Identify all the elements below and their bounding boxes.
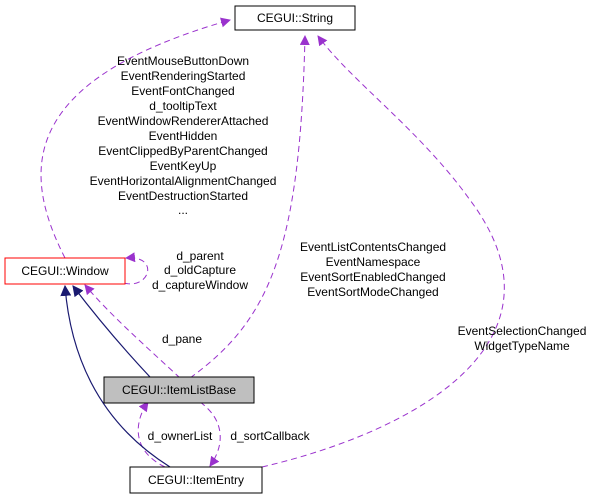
- labels-window-to-string: EventMouseButtonDown EventRenderingStart…: [90, 54, 277, 217]
- edge-label: EventDestructionStarted: [118, 189, 248, 203]
- edge-itemlistbase-to-string: [189, 35, 310, 379]
- node-itemlistbase[interactable]: CEGUI::ItemListBase: [103, 376, 255, 404]
- edge-label: EventRenderingStarted: [121, 69, 246, 83]
- edge-itemlistbase-inherits-window: [72, 285, 151, 378]
- labels-window-self: d_parent d_oldCapture d_captureWindow: [152, 249, 248, 292]
- edge-itemlistbase-to-itementry: [199, 401, 221, 467]
- node-itementry-label: CEGUI::ItemEntry: [148, 473, 244, 487]
- edge-window-to-string: [40, 17, 231, 259]
- labels-itementry-to-string: EventSelectionChanged WidgetTypeName: [458, 324, 587, 353]
- node-itementry[interactable]: CEGUI::ItemEntry: [129, 466, 263, 494]
- node-string-label: CEGUI::String: [257, 11, 333, 25]
- edge-label: EventMouseButtonDown: [117, 54, 249, 68]
- edge-label: EventHorizontalAlignmentChanged: [90, 174, 277, 188]
- labels-itementry-to-itemlistbase: d_ownerList: [148, 429, 213, 443]
- node-window-label: CEGUI::Window: [21, 264, 109, 278]
- node-itemlistbase-label: CEGUI::ItemListBase: [122, 383, 236, 397]
- edge-label: d_oldCapture: [164, 263, 236, 277]
- edge-label: EventFontChanged: [131, 84, 234, 98]
- edge-label: EventNamespace: [326, 255, 421, 269]
- node-window-box: [4, 257, 126, 285]
- edge-label: EventSortEnabledChanged: [300, 270, 445, 284]
- edge-label: ...: [178, 203, 188, 217]
- node-window[interactable]: CEGUI::Window: [4, 257, 126, 285]
- edge-itementry-to-itemlistbase: [137, 401, 166, 468]
- node-string-box: [234, 5, 356, 31]
- edge-label: EventClippedByParentChanged: [98, 144, 267, 158]
- edge-label: EventHidden: [149, 129, 218, 143]
- node-itemlistbase-box: [103, 376, 255, 404]
- edge-label: EventListContentsChanged: [300, 240, 446, 254]
- edge-label: EventKeyUp: [150, 159, 217, 173]
- edge-label: d_captureWindow: [152, 278, 248, 292]
- labels-itemlistbase-to-itementry: d_sortCallback: [230, 429, 310, 443]
- labels-itemlistbase-to-window: d_pane: [162, 332, 202, 346]
- labels-itemlistbase-to-string: EventListContentsChanged EventNamespace …: [300, 240, 446, 299]
- edge-label: WidgetTypeName: [474, 339, 570, 353]
- edge-label: d_sortCallback: [230, 429, 310, 443]
- node-string[interactable]: CEGUI::String: [234, 5, 356, 31]
- edge-label: EventWindowRendererAttached: [98, 114, 269, 128]
- edge-label: d_pane: [162, 332, 202, 346]
- edge-label: EventSelectionChanged: [458, 324, 587, 338]
- edge-window-self-loop: [123, 252, 148, 285]
- node-itementry-box: [129, 466, 263, 494]
- edge-itementry-inherits-window: [60, 284, 171, 468]
- edge-itemlistbase-to-window: [84, 284, 181, 379]
- edge-label: EventSortModeChanged: [307, 285, 438, 299]
- edge-label: d_ownerList: [148, 429, 213, 443]
- edge-label: d_parent: [176, 249, 224, 263]
- edge-label: d_tooltipText: [149, 99, 217, 113]
